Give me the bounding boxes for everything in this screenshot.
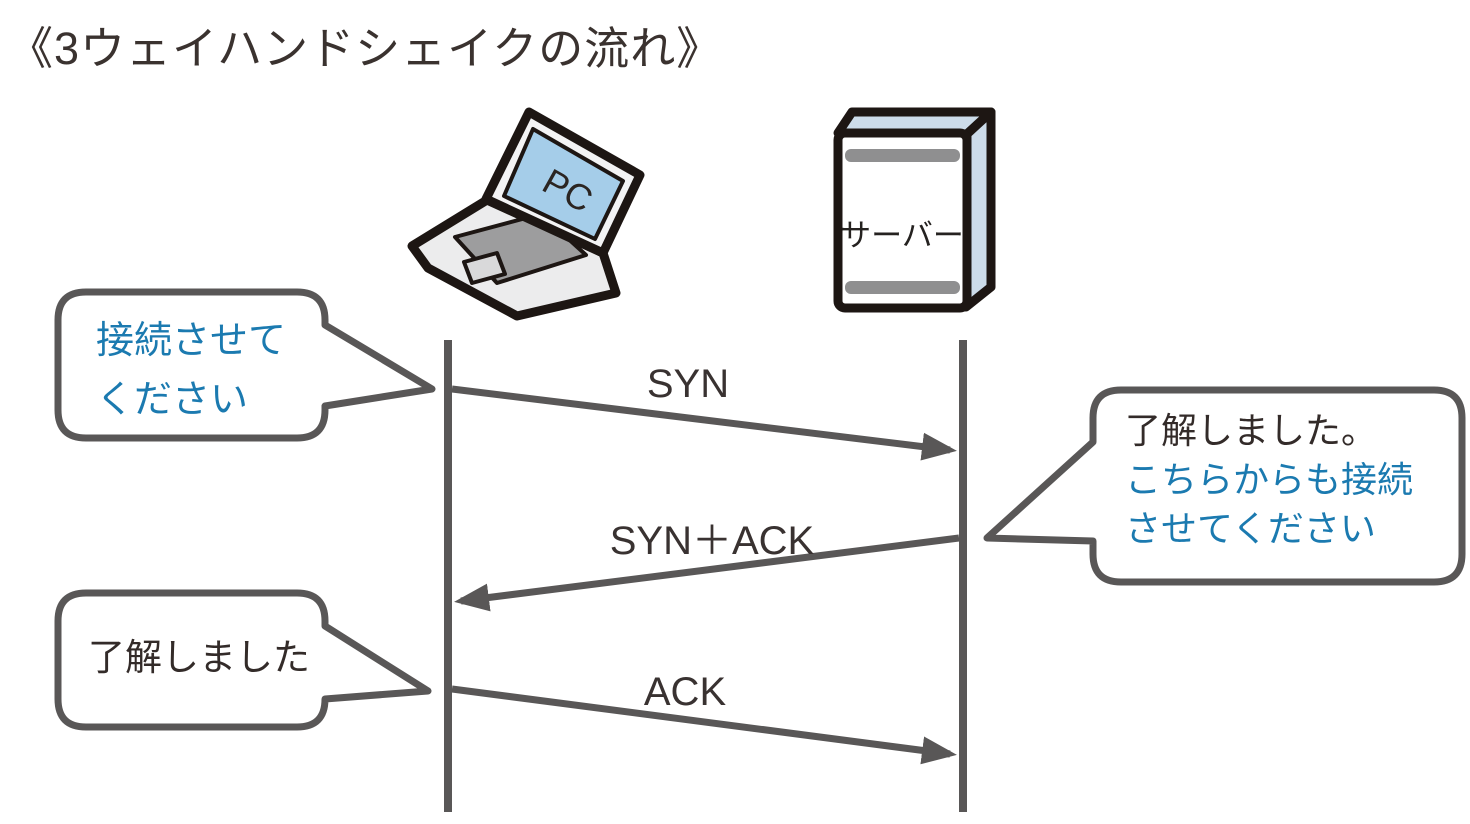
bubble-line: 了解しました。 xyxy=(1125,410,1378,451)
laptop-icon: PC xyxy=(407,107,645,321)
syn-ack-label: SYN＋ACK xyxy=(609,519,815,563)
bubble-pc-connect-text: 接続させて ください xyxy=(96,312,286,430)
laptop-screen xyxy=(502,127,625,241)
bubble-line: 接続させて xyxy=(96,320,287,362)
server-top-bar xyxy=(845,149,960,162)
syn-ack-arrow xyxy=(454,534,960,612)
diagram-title: 《3ウェイハンドシェイクの流れ》 xyxy=(8,23,723,74)
speech-bubbles xyxy=(54,288,1466,731)
laptop-touchpad xyxy=(462,251,507,285)
server-front-face xyxy=(833,128,972,313)
server-icon: サーバー xyxy=(833,107,996,313)
ack-arrow xyxy=(451,685,957,765)
bubble-pc-ok-text: 了解しました xyxy=(88,634,310,682)
bubble-pc-connect xyxy=(54,288,436,442)
bubble-line: こちらからも接続 xyxy=(1125,459,1414,500)
server-label: サーバー xyxy=(840,218,964,253)
bubble-pc-ok xyxy=(54,589,432,731)
bubble-line: 了解しました xyxy=(88,637,310,678)
bubble-line: させてください xyxy=(1125,508,1376,549)
bubble-server-reply xyxy=(983,386,1466,586)
ack-label: ACK xyxy=(643,670,727,714)
bubble-line: ください xyxy=(96,379,249,421)
syn-arrow xyxy=(451,385,957,461)
bubble-server-reply-text: 了解しました。 こちらからも接続 させてください xyxy=(1125,406,1413,553)
server-bottom-bar xyxy=(845,281,960,294)
syn-label: SYN xyxy=(646,362,730,406)
